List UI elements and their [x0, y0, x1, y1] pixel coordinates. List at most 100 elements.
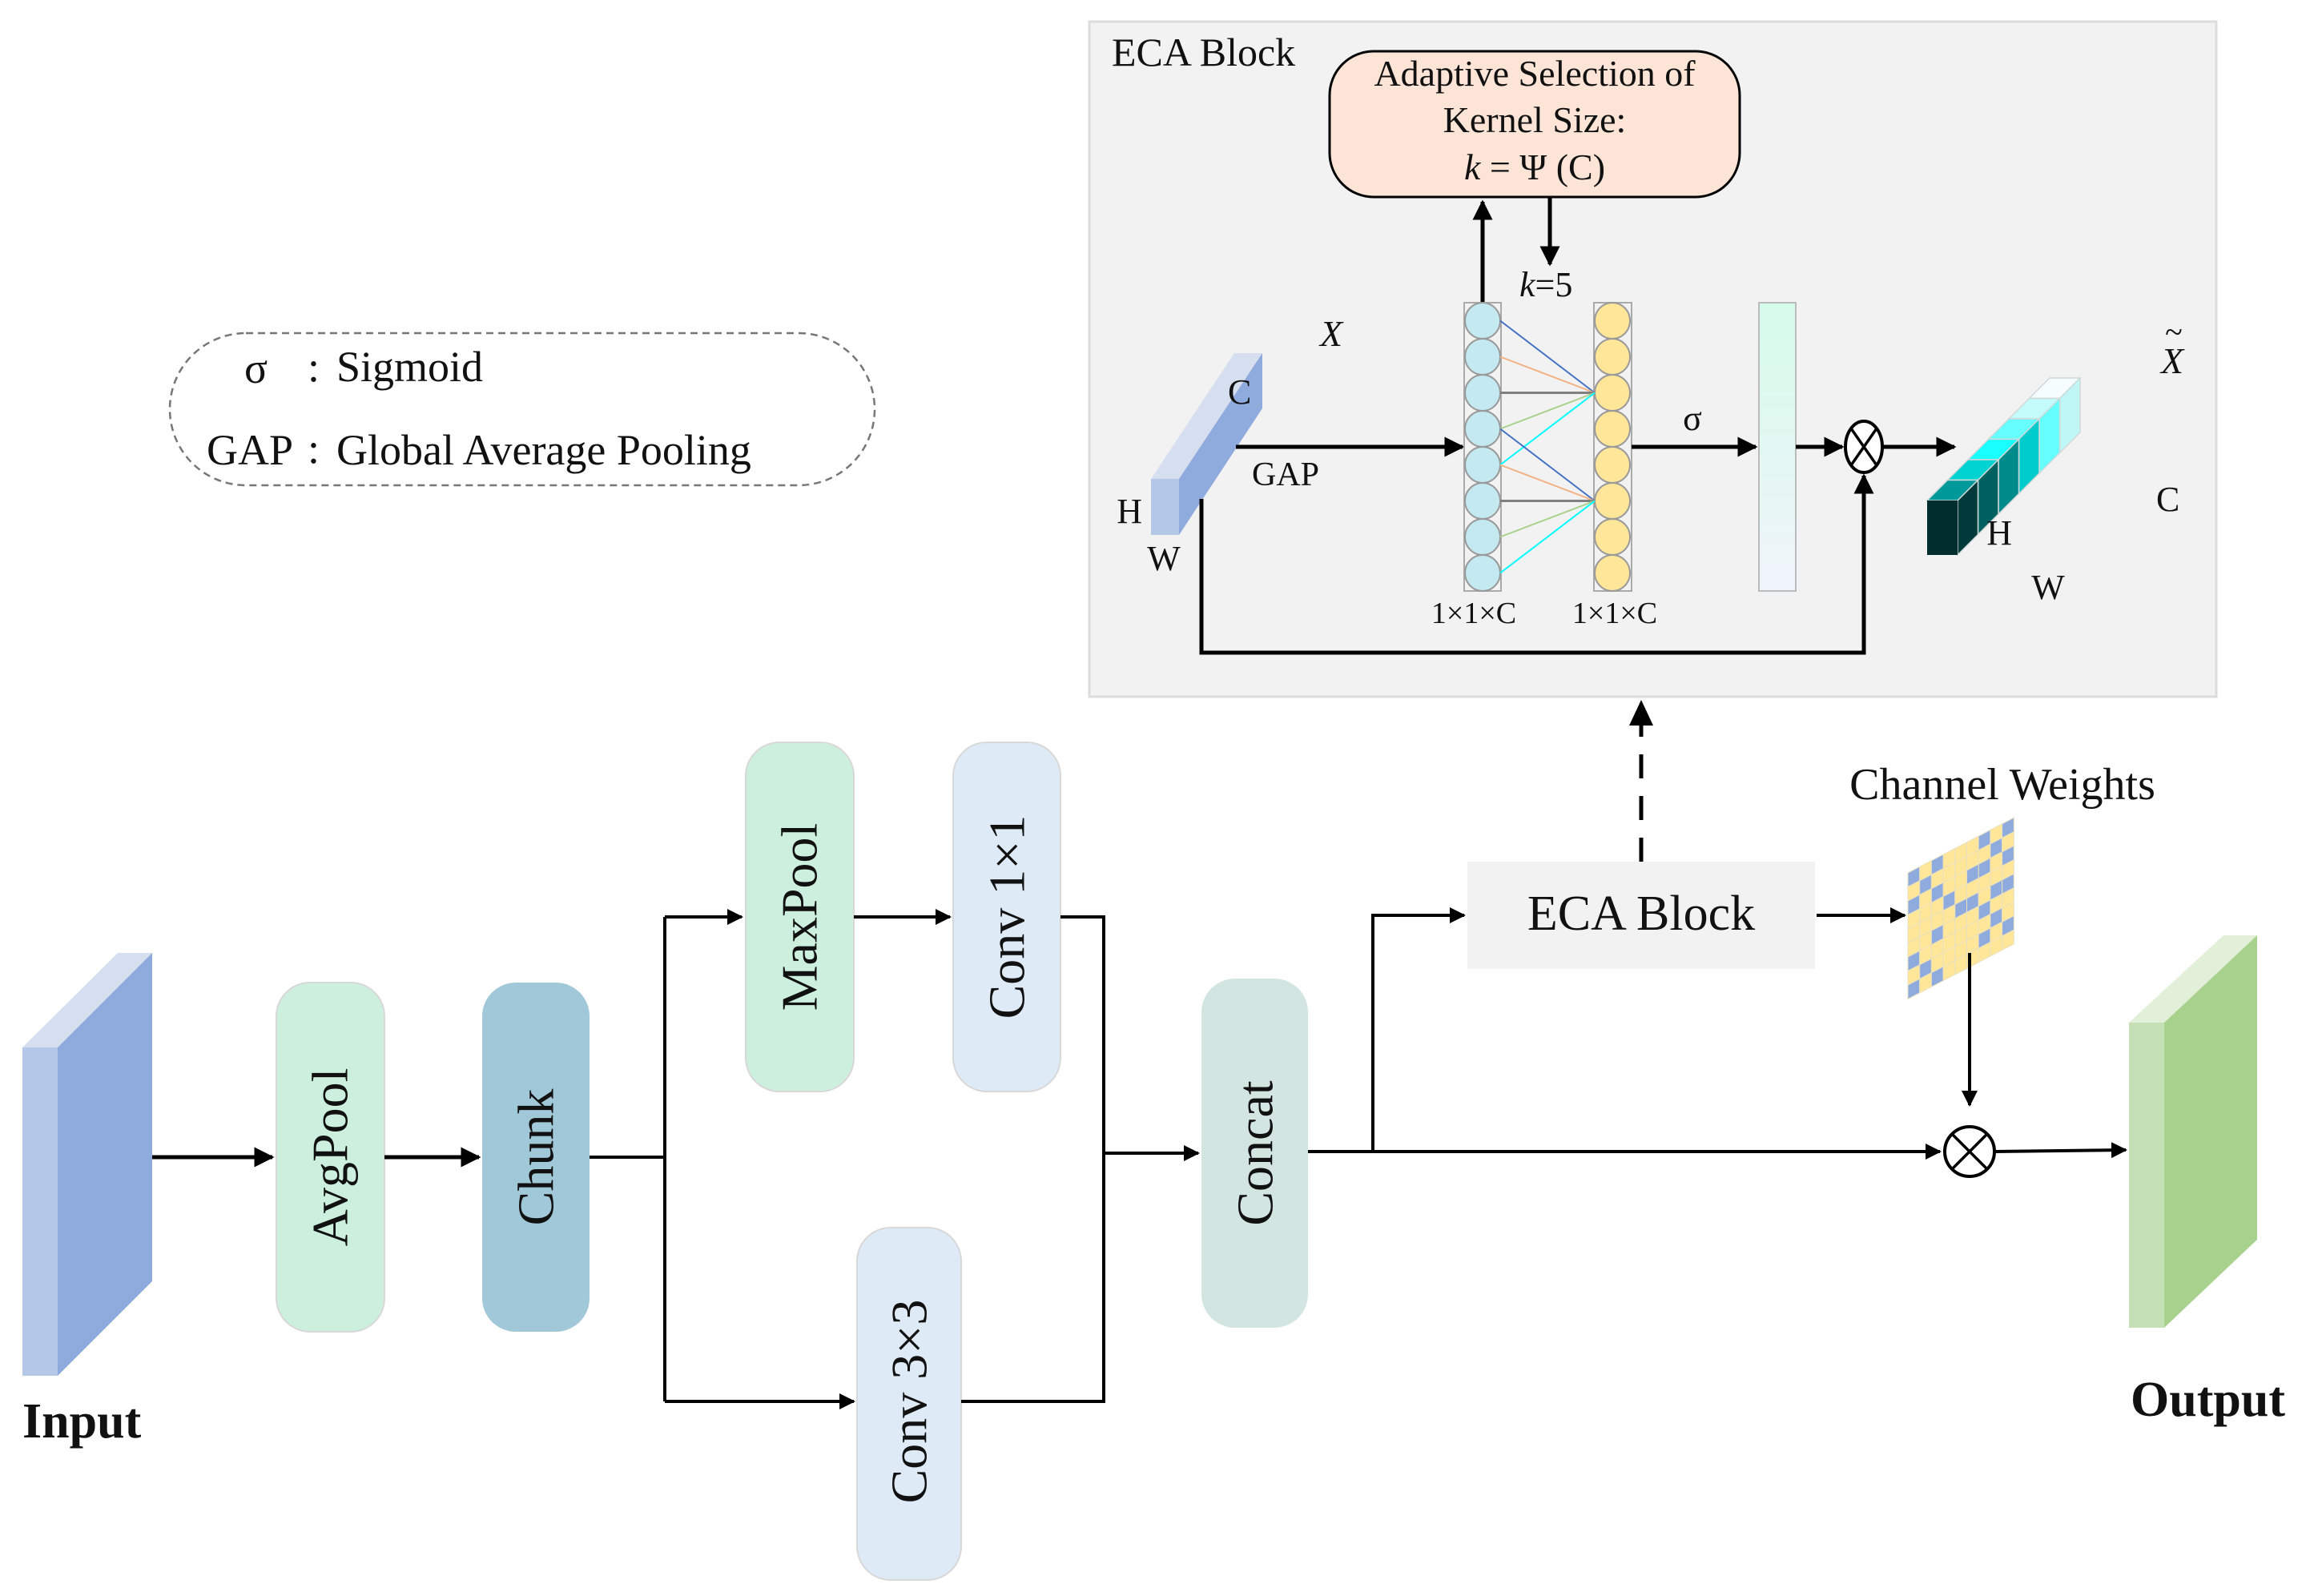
legend-sigma-separator: :: [308, 343, 320, 391]
tensor-x-tilde-dim-h: H: [1986, 513, 2012, 553]
formula-rest: = Ψ (C): [1480, 147, 1605, 187]
conv1x1-block: Conv 1×1: [952, 742, 1061, 1092]
conv1d-link: [1499, 500, 1596, 574]
arrow-branch-to-eca-block: [1371, 907, 1466, 1152]
attention-weights-bar: [1758, 302, 1797, 592]
conv-vector-circle: [1594, 482, 1631, 520]
concat-box: [1201, 979, 1308, 1328]
input-tensor-x: X C H W: [1117, 313, 1344, 578]
arrow-multiply-to-output: [1994, 1142, 2127, 1159]
conv1d-link: [1499, 464, 1596, 502]
conv3x3-box: [856, 1227, 962, 1581]
output-label: Output: [2131, 1373, 2285, 1427]
tensor-x-top-face: [1151, 353, 1262, 479]
eca-expand-arrowhead: [1629, 700, 1653, 726]
gap-vector-circle: [1464, 518, 1501, 556]
channel-weights-grid: [1907, 817, 2014, 1000]
eca-multiply-icon: [1844, 420, 1884, 474]
formula-k: k: [1464, 147, 1482, 187]
tensor-x-tilde-label: X: [2159, 340, 2185, 381]
legend-sigma-symbol: σ: [244, 344, 268, 392]
chunk-label: Chunk: [508, 1089, 565, 1226]
avgpool-label: AvgPool: [302, 1068, 359, 1247]
x-tilde-cube-front: [1927, 501, 1958, 555]
k-value: =5: [1535, 265, 1573, 304]
conv1d-link: [1499, 392, 1596, 430]
conv3x3-label: Conv 3×3: [881, 1300, 938, 1504]
concat-block: Concat: [1201, 979, 1308, 1328]
gap-label: GAP: [1252, 456, 1319, 493]
eca-block-label: ECA Block: [1527, 886, 1755, 941]
maxpool-block: MaxPool: [745, 742, 855, 1092]
gap-vector-circle: [1464, 302, 1501, 340]
input-front-face: [22, 1047, 58, 1376]
conv-vector-circle: [1594, 338, 1631, 376]
input-top-face: [22, 953, 152, 1047]
output-tensor-x-tilde: [1926, 376, 2082, 557]
avgpool-block: AvgPool: [276, 982, 385, 1333]
gap-vector-circle: [1464, 482, 1501, 520]
legend-border: [168, 332, 876, 487]
tensor-x-dim-w: W: [1147, 539, 1181, 578]
sigma-label: σ: [1683, 399, 1702, 438]
eca-panel-title: ECA Block: [1112, 30, 1295, 74]
main-pipeline: Input AvgPool Chunk MaxPool Conv 1×: [22, 700, 2285, 1581]
tensor-x-dim-c: C: [1228, 372, 1251, 412]
conv-vector-circle: [1594, 446, 1631, 484]
conv1d-link: [1499, 428, 1596, 502]
tensor-x-dim-h: H: [1117, 492, 1142, 531]
eca-block-box: [1467, 862, 1815, 969]
output-feature-map: [2129, 935, 2257, 1328]
kernel-box-shape: [1328, 50, 1741, 199]
conv1d-link: [1499, 320, 1596, 394]
chunk-block: Chunk: [482, 983, 590, 1332]
gap-vector-circle: [1464, 338, 1501, 376]
gap-vector-circle: [1464, 554, 1501, 592]
gap-vector-circle: [1464, 374, 1501, 412]
conv-vector-circle: [1594, 518, 1631, 556]
maxpool-label: MaxPool: [771, 823, 828, 1011]
conv-vector-circle: [1594, 554, 1631, 592]
tensor-x-label: X: [1318, 313, 1344, 354]
channel-weights-label: Channel Weights: [1849, 760, 2155, 810]
kernel-selection-box: Adaptive Selection of Kernel Size: k = Ψ…: [1328, 50, 1741, 199]
legend-gap-separator: :: [308, 424, 320, 472]
kernel-box-line2: Kernel Size:: [1443, 99, 1627, 140]
gap-vector-circle: [1464, 410, 1501, 448]
conv-vector-circle: [1594, 374, 1631, 412]
eca-detail-panel: ECA Block Adaptive Selection of Kernel S…: [1088, 20, 2218, 698]
output-top-face: [2129, 935, 2257, 1023]
legend-gap-symbol: GAP: [207, 426, 293, 474]
k-symbol: k: [1519, 265, 1536, 304]
tensor-x-tilde-accent: ~: [2165, 314, 2183, 350]
legend-gap-meaning: Global Average Pooling: [336, 426, 751, 474]
merge-line: [961, 915, 1105, 1403]
conv1d-link: [1499, 500, 1596, 538]
conv-vector-circle: [1594, 302, 1631, 340]
conv1d-link: [1499, 356, 1596, 394]
tensor-x-front-face: [1151, 479, 1179, 535]
input-label: Input: [22, 1394, 142, 1449]
input-feature-map: [22, 953, 152, 1376]
concat-label: Concat: [1227, 1080, 1284, 1226]
chunk-box: [482, 983, 590, 1332]
input-side-face: [58, 953, 152, 1376]
residual-path-arrow: [1199, 473, 1874, 655]
tensor-x-tilde-dim-w: W: [2031, 568, 2065, 607]
conv-vector-dim-label: 1×1×C: [1572, 597, 1657, 630]
k-equals-label: k=5: [1519, 265, 1572, 304]
conv-vector-circle: [1594, 410, 1631, 448]
output-front-face: [2129, 1023, 2164, 1328]
conv1x1-label: Conv 1×1: [979, 815, 1036, 1019]
output-side-face: [2164, 935, 2257, 1328]
gap-vector-column: [1463, 302, 1502, 592]
kernel-box-line1: Adaptive Selection of: [1374, 53, 1696, 94]
legend: σ : Sigmoid GAP : Global Average Pooling: [168, 332, 876, 487]
kernel-box-formula: k = Ψ (C): [1464, 147, 1605, 187]
conv1d-link: [1499, 392, 1596, 466]
eca-block-node: ECA Block: [1467, 862, 1815, 969]
conv-vector-column: [1593, 302, 1632, 592]
gap-vector-circle: [1464, 446, 1501, 484]
conv1d-connections: [1499, 320, 1596, 574]
